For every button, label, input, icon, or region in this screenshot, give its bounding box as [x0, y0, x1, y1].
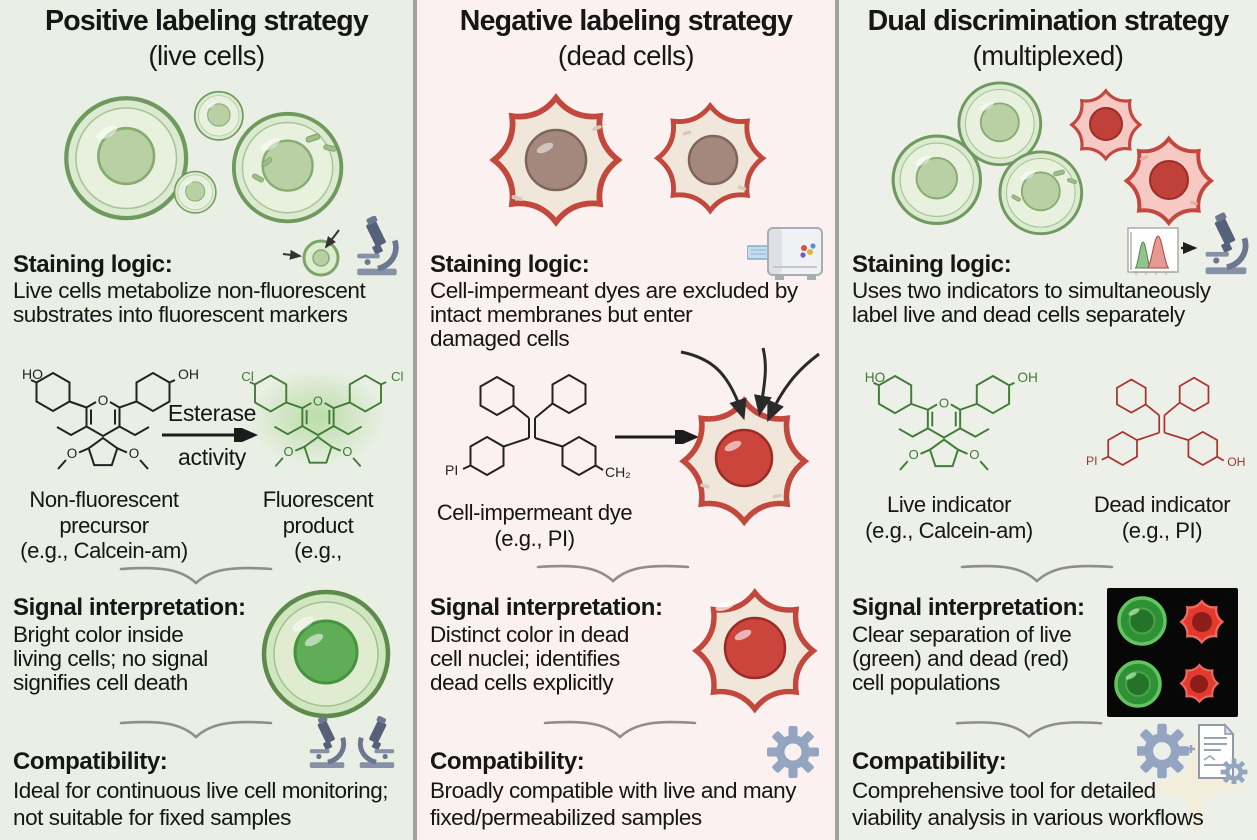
staining-logic-text: Uses two indicators to simultaneously la…: [852, 278, 1211, 327]
column-dual-discrimination: Dual discrimination strategy (multiplexe…: [839, 0, 1257, 840]
section-brace: [536, 564, 690, 583]
flow-histogram-icon: [1127, 227, 1179, 275]
dead-indicator-label: Dead indicator (e.g., PI): [1093, 492, 1231, 543]
section-brace: [119, 566, 273, 585]
column-divider: [835, 0, 839, 840]
atom-label: Cl: [391, 369, 404, 384]
section-brace: [955, 721, 1103, 738]
compatibility-text: Ideal for continuous live cell monitorin…: [13, 778, 389, 830]
mixed-cells-illustration: [891, 81, 1213, 236]
atom-label: OH: [1227, 455, 1245, 469]
compatibility-text: Comprehensive tool for detailed viabilit…: [852, 778, 1204, 830]
column2-title: Negative labeling strategy: [459, 5, 793, 37]
product-label: Fluorescent product (e.g.,: [262, 487, 374, 563]
section-brace: [119, 720, 273, 739]
microscope-icon: [1194, 212, 1256, 280]
column-negative-labeling: Negative labeling strategy (dead cells): [417, 0, 835, 840]
microscopes-icon: [300, 716, 404, 776]
atom-label: PI: [445, 462, 458, 478]
atom-label: HO: [865, 370, 886, 385]
reaction-label-bottom: activity: [178, 444, 246, 470]
impermeant-dye-label: Cell-impermeant dye (e.g., PI): [436, 500, 633, 551]
compatibility-heading: Compatibility:: [13, 748, 168, 775]
atom-label: PI: [1086, 454, 1098, 468]
fluorescent-product-structure: Cl Cl: [241, 369, 404, 482]
staining-logic-heading: Staining logic:: [852, 251, 1012, 278]
staining-logic-text: Live cells metabolize non-fluorescent su…: [13, 278, 366, 327]
atom-label: CH₂: [605, 464, 631, 480]
live-indicator-label: Live indicator (e.g., Calcein-am): [865, 492, 1033, 543]
precursor-label: Non-fluorescent precursor (e.g., Calcein…: [20, 487, 188, 563]
signal-interpretation-text: Distinct color in dead cell nuclei; iden…: [430, 622, 629, 695]
gear-icon: [767, 726, 819, 778]
reaction-arrow: [162, 428, 258, 442]
compatibility-heading: Compatibility:: [852, 748, 1007, 775]
signal-interpretation-text: Bright color inside living cells; no sig…: [13, 622, 208, 695]
microscope-icon: [346, 216, 406, 280]
staining-logic-heading: Staining logic:: [430, 251, 590, 278]
dead-indicator-structure: PI OH: [1086, 364, 1245, 469]
dye-entering-dead-cell-illustration: [680, 347, 820, 534]
atom-label: OH: [178, 366, 198, 382]
cell-injection-icon: [282, 229, 340, 277]
analyzer-instrument-icon: [747, 227, 823, 280]
staining-logic-heading: Staining logic:: [13, 251, 173, 278]
column3-subtitle: (multiplexed): [972, 40, 1124, 71]
atom-label: HO: [22, 366, 43, 382]
section-brace: [543, 720, 697, 739]
signal-interpretation-heading: Signal interpretation:: [13, 594, 246, 621]
section-brace: [960, 564, 1114, 583]
atom-label: Cl: [241, 369, 254, 384]
arrow-icon: [1181, 242, 1198, 254]
nonfluorescent-precursor-structure: HO OH: [22, 366, 198, 482]
column1-title: Positive labeling strategy: [45, 5, 369, 37]
signal-interpretation-heading: Signal interpretation:: [430, 594, 663, 621]
column3-title: Dual discrimination strategy: [867, 5, 1230, 37]
atom-label: OH: [1017, 370, 1037, 385]
live-cells-illustration: [30, 90, 344, 224]
impermeant-dye-structure: PI CH₂: [445, 362, 631, 480]
column1-subtitle: (live cells): [148, 40, 265, 71]
live-indicator-structure: HO OH: [865, 370, 1037, 484]
compatibility-text: Broadly compatible with live and many fi…: [430, 778, 797, 830]
signal-interpretation-heading: Signal interpretation:: [852, 594, 1085, 621]
gears-document-icon: [1137, 723, 1248, 784]
stained-dead-cell-illustration: [680, 580, 828, 722]
fluorescence-image: [1107, 588, 1238, 717]
staining-logic-text: Cell-impermeant dyes are excluded by int…: [430, 278, 798, 351]
compatibility-heading: Compatibility:: [430, 748, 585, 775]
column-divider: [413, 0, 417, 840]
dead-cells-illustration: [447, 88, 807, 240]
column2-subtitle: (dead cells): [557, 40, 695, 71]
reaction-label-top: Esterase: [167, 400, 257, 426]
column-positive-labeling: Positive labeling strategy (live cells): [0, 0, 413, 840]
bright-live-cell-illustration: [261, 589, 391, 719]
signal-interpretation-text: Clear separation of live (green) and dea…: [852, 622, 1072, 695]
reaction-arrow: [615, 430, 699, 444]
